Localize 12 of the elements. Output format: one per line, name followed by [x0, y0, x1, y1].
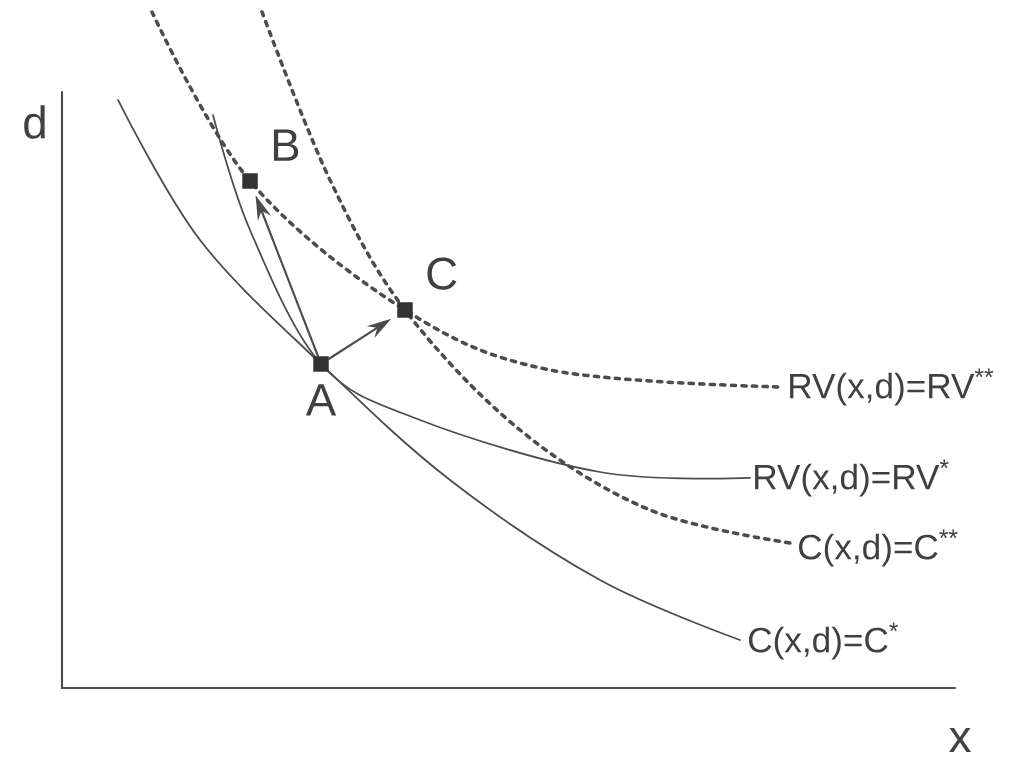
curve-label: RV(x,d)=RV$^{*}$: [755, 459, 949, 497]
node-label: C: [427, 257, 457, 290]
axis-label: d: [24, 105, 45, 139]
labeled-point: A: [305, 356, 337, 416]
node-label: A: [305, 384, 337, 416]
axis-label: x: [949, 727, 971, 753]
curve-label: C(x,d)=C$^{**}$: [799, 529, 958, 567]
curve-label: RV(x,d)=RV$^{**}$: [790, 368, 994, 406]
curve-label: C(x,d)=C$^{*}$: [749, 622, 899, 660]
labeled-point: C: [397, 257, 457, 318]
node-label: B: [273, 129, 299, 161]
labeled-point: B: [242, 129, 299, 189]
